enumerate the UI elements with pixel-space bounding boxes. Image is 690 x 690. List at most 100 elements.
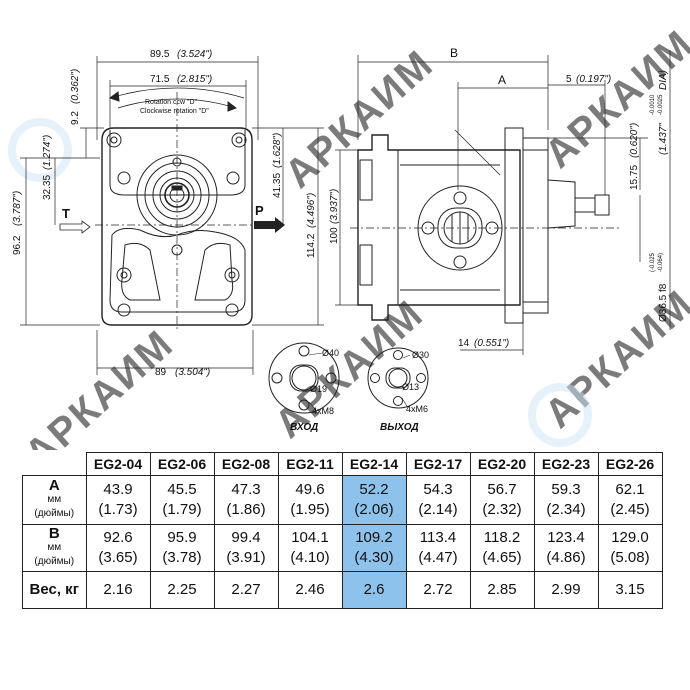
model-header: EG2-17 <box>405 452 471 476</box>
dim-71-5-in: (2.815") <box>177 74 212 85</box>
model-header: EG2-06 <box>149 452 215 476</box>
dim-89: 89 <box>155 367 167 378</box>
outlet-d-inner: Ø13 <box>402 382 419 392</box>
cell-value: 2.85 <box>487 581 517 598</box>
dim-a: A <box>498 73 506 87</box>
row-header: Вес, кг <box>22 571 87 609</box>
front-dimensions <box>20 56 324 375</box>
watermark-logo <box>8 118 72 182</box>
table-cell: 59.3(2.34) <box>533 475 599 525</box>
dim-b: B <box>450 46 458 60</box>
table-cell: 113.4 (4.47) <box>405 524 471 572</box>
front-view <box>95 87 260 330</box>
cell-value-inches: (4.65) <box>482 549 522 566</box>
cell-value-inches: (1.86) <box>226 501 266 518</box>
cell-value-inches: (1.95) <box>290 501 330 518</box>
table-cell: 2.99 <box>533 571 599 609</box>
dim-96-2-in: (3.787") <box>12 191 23 226</box>
row-unit: мм <box>47 494 62 505</box>
table-corner <box>23 453 87 476</box>
cell-value: 43.9 <box>103 481 133 498</box>
cell-value-inches: (2.14) <box>418 501 458 518</box>
dim-1-437: (1.437" <box>658 123 669 155</box>
cell-value: 95.9 <box>167 529 197 546</box>
model-header: EG2-08 <box>213 452 279 476</box>
cell-value-inches: (5.08) <box>610 549 650 566</box>
cell-value-inches: (4.10) <box>290 549 330 566</box>
dim-96-2: 96.2 <box>12 235 23 255</box>
dim-14: 14 <box>458 338 470 349</box>
table-cell: 62.1(2.45) <box>597 475 663 525</box>
table-cell: 2.6 <box>341 571 407 609</box>
cell-value-inches: (3.78) <box>162 549 202 566</box>
cell-value-inches: (2.45) <box>610 501 650 518</box>
cell-value: 129.0 <box>611 529 649 546</box>
cell-value-inches: (4.47) <box>418 549 458 566</box>
dim-36-5: Ø36.5 f8 <box>658 283 669 322</box>
table-cell: 2.16 <box>85 571 151 609</box>
cell-value-inches: (1.73) <box>98 501 138 518</box>
table-cell: 2.27 <box>213 571 279 609</box>
dim-36-5-tol2: -0.064) <box>658 253 664 272</box>
dim-1-437-tol1: -0.0010 <box>650 94 656 115</box>
cell-value: 2.99 <box>551 581 581 598</box>
technical-drawing: АРКАИМ АРКАИМ АРКАИМ АРКАИМ АРКАИМ <box>8 22 690 450</box>
cell-value: 52.2 <box>359 481 389 498</box>
port-t-label: T <box>62 206 70 221</box>
model-header: EG2-04 <box>85 452 151 476</box>
dim-32-35: 32.35 <box>42 175 53 200</box>
cell-value: 2.72 <box>423 581 453 598</box>
inlet-label: ВХОД <box>290 422 318 433</box>
dim-32-35-in: (1.274") <box>42 135 53 170</box>
cell-value-inches: (2.34) <box>546 501 586 518</box>
port-t-arrow <box>59 220 91 234</box>
cell-value: 99.4 <box>231 529 261 546</box>
cell-value: 113.4 <box>419 529 457 546</box>
inlet-port-detail <box>268 342 340 414</box>
rotation-ccw-label: Rotation ccw "D" <box>145 99 198 106</box>
dim-100-in: (3.937") <box>329 189 340 224</box>
cell-value: 45.5 <box>167 481 197 498</box>
row-unit-inches: (дюймы) <box>34 556 75 567</box>
cell-value: 2.27 <box>231 581 261 598</box>
dim-36-5-tol1: (-0.025 <box>650 252 656 272</box>
table-cell: 3.15 <box>597 571 663 609</box>
table-cell: 129.0 (5.08) <box>597 524 663 572</box>
table-cell: 2.72 <box>405 571 471 609</box>
cell-value-inches: (3.65) <box>98 549 138 566</box>
inlet-thread: 4xM8 <box>312 406 334 416</box>
dim-41-35-in: (1.628") <box>272 133 283 168</box>
model-header: EG2-11 <box>277 452 343 476</box>
cell-value: 118.2 <box>483 529 521 546</box>
cell-value: 109.2 <box>355 529 393 546</box>
table-cell: 49.6(1.95) <box>277 475 343 525</box>
cell-value-inches: (4.86) <box>546 549 586 566</box>
dim-89-in: (3.504") <box>175 367 210 378</box>
cell-value: 47.3 <box>231 481 261 498</box>
cell-value: 2.25 <box>167 581 197 598</box>
row-label: A <box>48 477 60 494</box>
table-cell: 2.25 <box>149 571 215 609</box>
outlet-thread: 4xM6 <box>406 404 428 414</box>
dim-9-2-in: (0.362") <box>70 69 81 104</box>
dim-1-437-tol2: -0.0025 <box>658 94 664 115</box>
outlet-label: ВЫХОД <box>380 422 419 433</box>
model-header: EG2-23 <box>533 452 599 476</box>
side-view <box>350 127 620 324</box>
cell-value-inches: (2.06) <box>354 501 394 518</box>
cell-value: 2.46 <box>295 581 325 598</box>
table-cell: 99.4(3.91) <box>213 524 279 572</box>
cell-value: 2.6 <box>363 581 385 598</box>
dim-5: 5 <box>566 74 572 85</box>
dim-15-75-in: (0.620") <box>629 123 640 158</box>
dim-89-5: 89.5 <box>150 49 170 60</box>
inlet-d-inner: Ø19 <box>310 384 327 394</box>
